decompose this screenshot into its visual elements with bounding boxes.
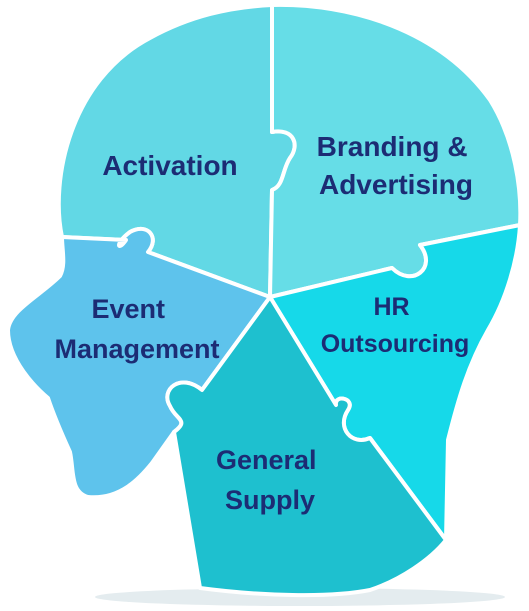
label-hr-outsourcing: HR Outsourcing [321,293,470,358]
label-activation: Activation [102,150,237,181]
piece-general-supply [165,295,448,598]
label-branding: Branding & Advertising [317,131,476,200]
label-general-supply: General Supply [216,445,324,515]
label-event-management: Event Management [54,294,219,364]
piece-event-management [6,226,272,500]
